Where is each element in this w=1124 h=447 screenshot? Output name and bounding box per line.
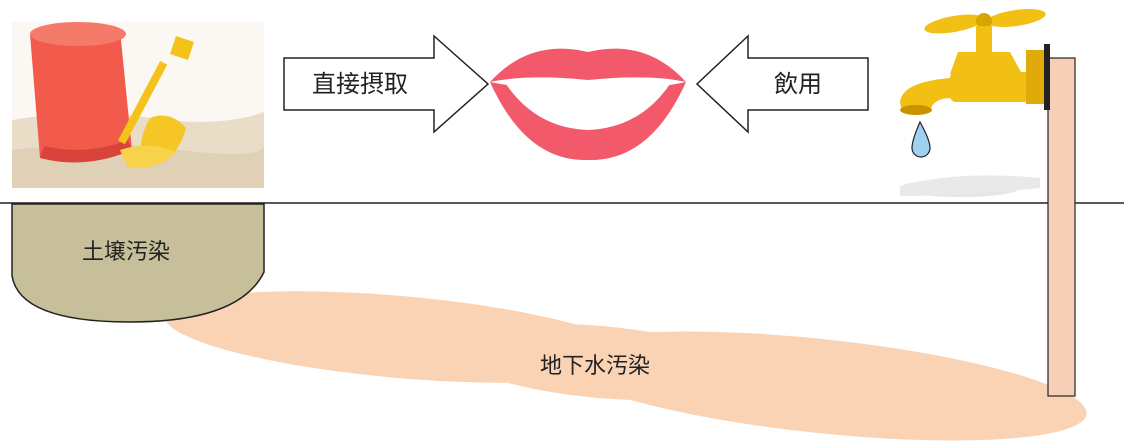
label-groundwater-contamination: 地下水汚染 [540, 354, 651, 379]
well-pipe [1047, 57, 1076, 397]
label-soil-contamination: 土壌汚染 [82, 240, 171, 265]
lips-icon [490, 48, 686, 161]
arrow-direct-ingestion [283, 34, 490, 134]
arrow-drinking [695, 34, 869, 134]
groundwater-plume [164, 291, 1087, 441]
faucet-icon [900, 9, 1050, 197]
label-drinking: 飲用 [774, 70, 822, 98]
water-drop-icon [911, 120, 931, 158]
soil-contamination-area [11, 203, 265, 323]
bucket-shovel-image [12, 22, 264, 188]
label-direct-ingestion: 直接摂取 [312, 70, 408, 98]
